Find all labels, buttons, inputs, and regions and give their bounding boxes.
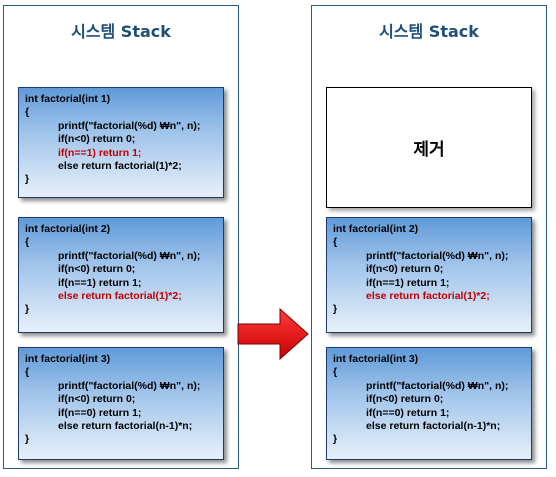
close-brace: } xyxy=(25,173,30,186)
code-base-case-highlighted: if(n==1) return 1; xyxy=(58,146,142,159)
close-brace: } xyxy=(25,433,30,446)
code-base-case: if(n==1) return 1; xyxy=(366,276,450,289)
code-if-negative: if(n<0) return 0; xyxy=(58,263,136,276)
code-printf: printf("factorial(%d) ₩n", n); xyxy=(58,249,201,262)
close-brace: } xyxy=(333,303,338,316)
open-brace: { xyxy=(25,106,30,119)
code-recursive-return: else return factorial(1)*2; xyxy=(58,160,182,173)
close-brace: } xyxy=(25,303,30,316)
code-printf: printf("factorial(%d) ₩n", n); xyxy=(366,249,509,262)
close-brace: } xyxy=(333,433,338,446)
code-if-negative: if(n<0) return 0; xyxy=(58,133,136,146)
code-printf: printf("factorial(%d) ₩n", n); xyxy=(58,379,201,392)
removed-frame-box: 제거 xyxy=(326,87,532,208)
code-if-negative: if(n<0) return 0; xyxy=(366,393,444,406)
open-brace: { xyxy=(333,366,338,379)
stack-frame-factorial-3: int factorial(int 3) { printf("factorial… xyxy=(326,347,532,460)
code-recursive-return-highlighted: else return factorial(1)*2; xyxy=(366,290,490,303)
code-if-negative: if(n<0) return 0; xyxy=(58,393,136,406)
code-recursive-return: else return factorial(n-1)*n; xyxy=(58,420,193,433)
stack-title: 시스템 Stack xyxy=(379,22,479,41)
code-printf: printf("factorial(%d) ₩n", n); xyxy=(366,379,509,392)
code-base-case: if(n==1) return 1; xyxy=(58,276,142,289)
code-recursive-return: else return factorial(n-1)*n; xyxy=(366,420,501,433)
stack-title: 시스템 Stack xyxy=(71,22,171,41)
frame-header: int factorial(int 3) xyxy=(25,353,111,365)
open-brace: { xyxy=(25,366,30,379)
stack-frame-factorial-2: int factorial(int 2) { printf("factorial… xyxy=(326,217,532,333)
code-base-case: if(n==0) return 1; xyxy=(58,406,142,419)
frame-header: int factorial(int 1) xyxy=(25,93,111,105)
stack-frame-factorial-2: int factorial(int 2) { printf("factorial… xyxy=(18,217,224,333)
code-printf: printf("factorial(%d) ₩n", n); xyxy=(58,119,201,132)
frame-header: int factorial(int 3) xyxy=(333,353,419,365)
stack-frame-factorial-3: int factorial(int 3) { printf("factorial… xyxy=(18,347,224,460)
frame-header: int factorial(int 2) xyxy=(25,223,111,235)
frame-header: int factorial(int 2) xyxy=(333,223,419,235)
stack-frame-factorial-1: int factorial(int 1) { printf("factorial… xyxy=(18,87,224,198)
code-base-case: if(n==0) return 1; xyxy=(366,406,450,419)
open-brace: { xyxy=(25,236,30,249)
code-recursive-return-highlighted: else return factorial(1)*2; xyxy=(58,290,182,303)
transition-arrow-icon xyxy=(237,307,309,361)
code-if-negative: if(n<0) return 0; xyxy=(366,263,444,276)
system-stack-left: 시스템 Stack int factorial(int 1) { printf(… xyxy=(3,5,239,469)
open-brace: { xyxy=(333,236,338,249)
system-stack-right: 시스템 Stack 제거 int factorial(int 2) { prin… xyxy=(311,5,547,469)
removed-label: 제거 xyxy=(413,140,445,160)
